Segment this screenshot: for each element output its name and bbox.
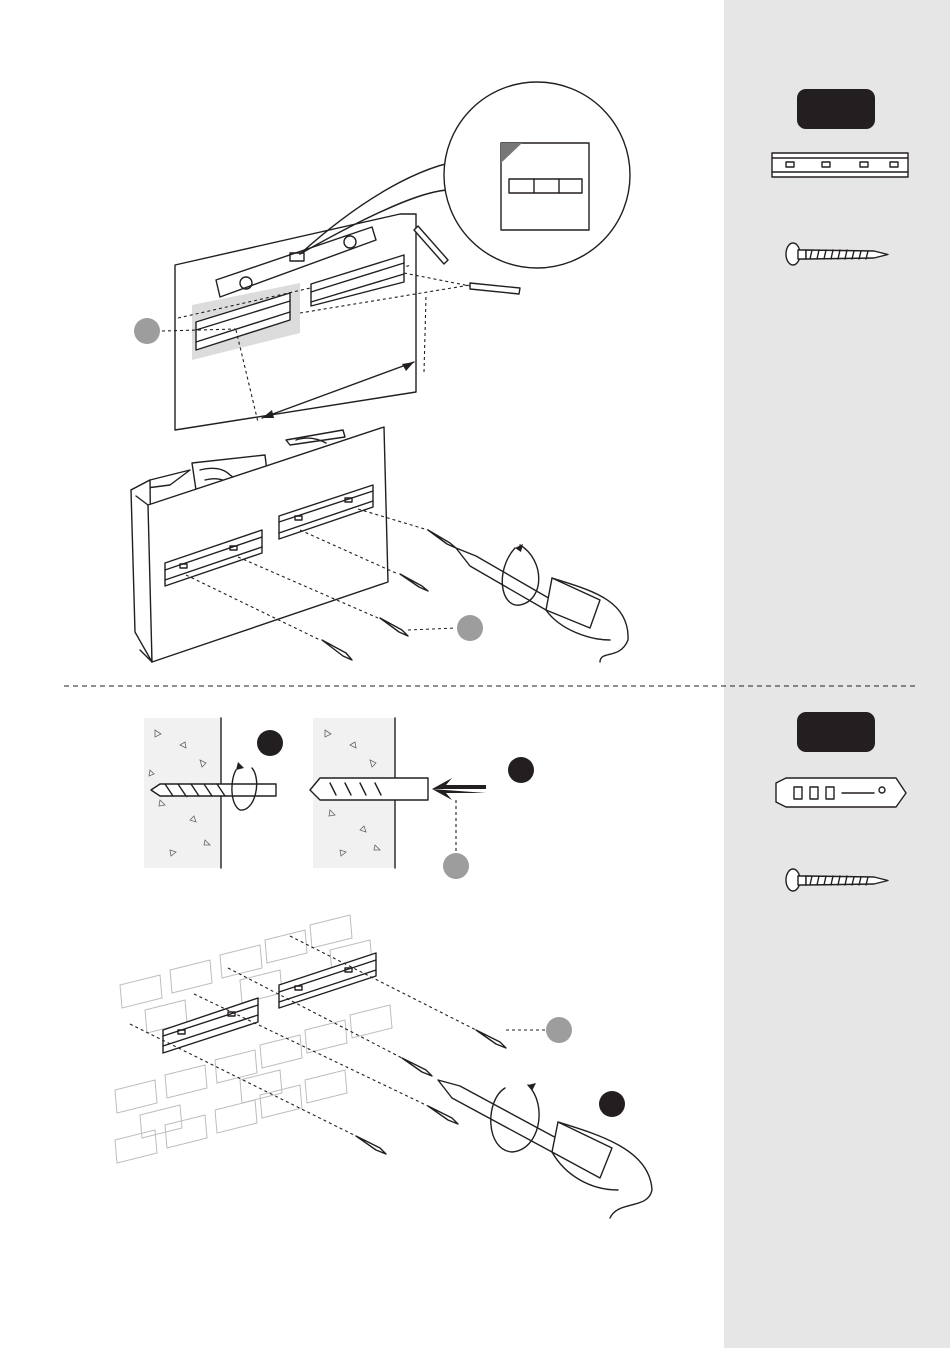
black-marker [257, 730, 283, 756]
brick-wall [115, 915, 392, 1163]
grey-marker [443, 853, 469, 879]
illustration-area [0, 0, 724, 1348]
black-marker [599, 1091, 625, 1117]
screwdriver-icon [456, 544, 628, 662]
wall-plug-icon [776, 778, 906, 807]
parts-drawings [724, 0, 950, 1348]
bracket-rail-right-brick [279, 953, 376, 1008]
parts-sidebar [724, 0, 950, 1348]
screw-icon [356, 1030, 506, 1154]
bracket-rail-left-brick [163, 998, 258, 1053]
callout-leader-2 [408, 628, 456, 630]
wood-screw-icon [786, 243, 888, 265]
bracket-rail-icon [772, 153, 908, 177]
wall-plug-icon [310, 778, 486, 800]
grey-marker [134, 318, 160, 344]
grey-marker [546, 1017, 572, 1043]
screw-icon [786, 869, 888, 891]
black-marker [508, 757, 534, 783]
grey-marker [457, 615, 483, 641]
